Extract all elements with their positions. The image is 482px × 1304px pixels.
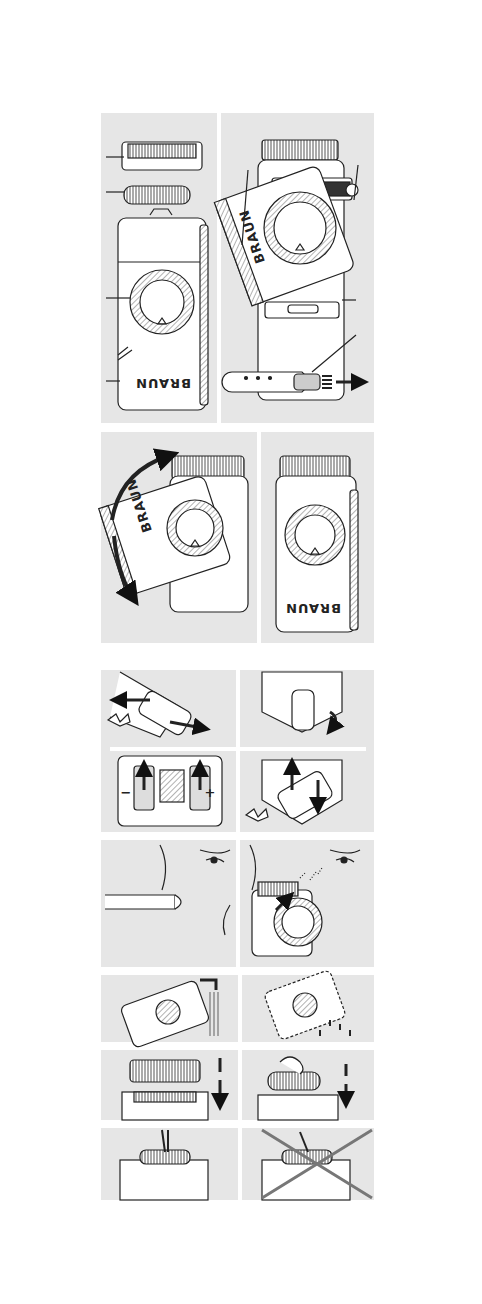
battery-sign: − (121, 786, 132, 799)
brand-logo: BRAUN (285, 602, 341, 615)
brand-logo: BRAUN (135, 377, 191, 390)
battery-sign: + (205, 786, 216, 799)
